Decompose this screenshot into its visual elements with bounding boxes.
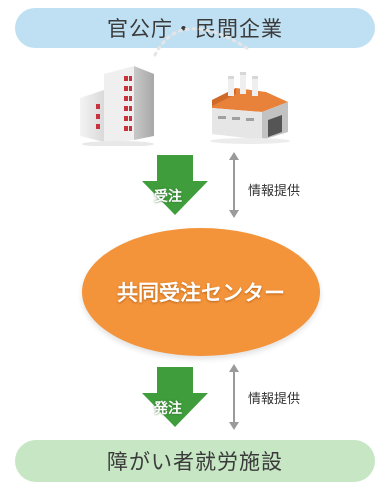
info-provide-label-bottom: 情報提供 [248,392,301,407]
order-receive-label: 受注 [154,189,182,205]
bottom-pill-label: 障がい者就労施設 [107,450,283,474]
order-place-label: 発注 [154,401,182,417]
info-provide-label-top: 情報提供 [248,184,301,199]
decorative-dotted-curve [153,27,252,57]
info-provide-double-arrow-bottom [229,364,239,430]
order-receive-arrow [142,155,208,215]
joint-order-center: 共同受注センター [82,228,320,356]
info-provide-double-arrow-top [229,152,239,218]
joint-order-center-label: 共同受注センター [117,281,285,305]
office-building-icon [80,66,154,146]
order-place-arrow [142,367,208,427]
factory-icon [210,72,290,144]
bottom-pill-disability-facilities: 障がい者就労施設 [15,440,375,482]
